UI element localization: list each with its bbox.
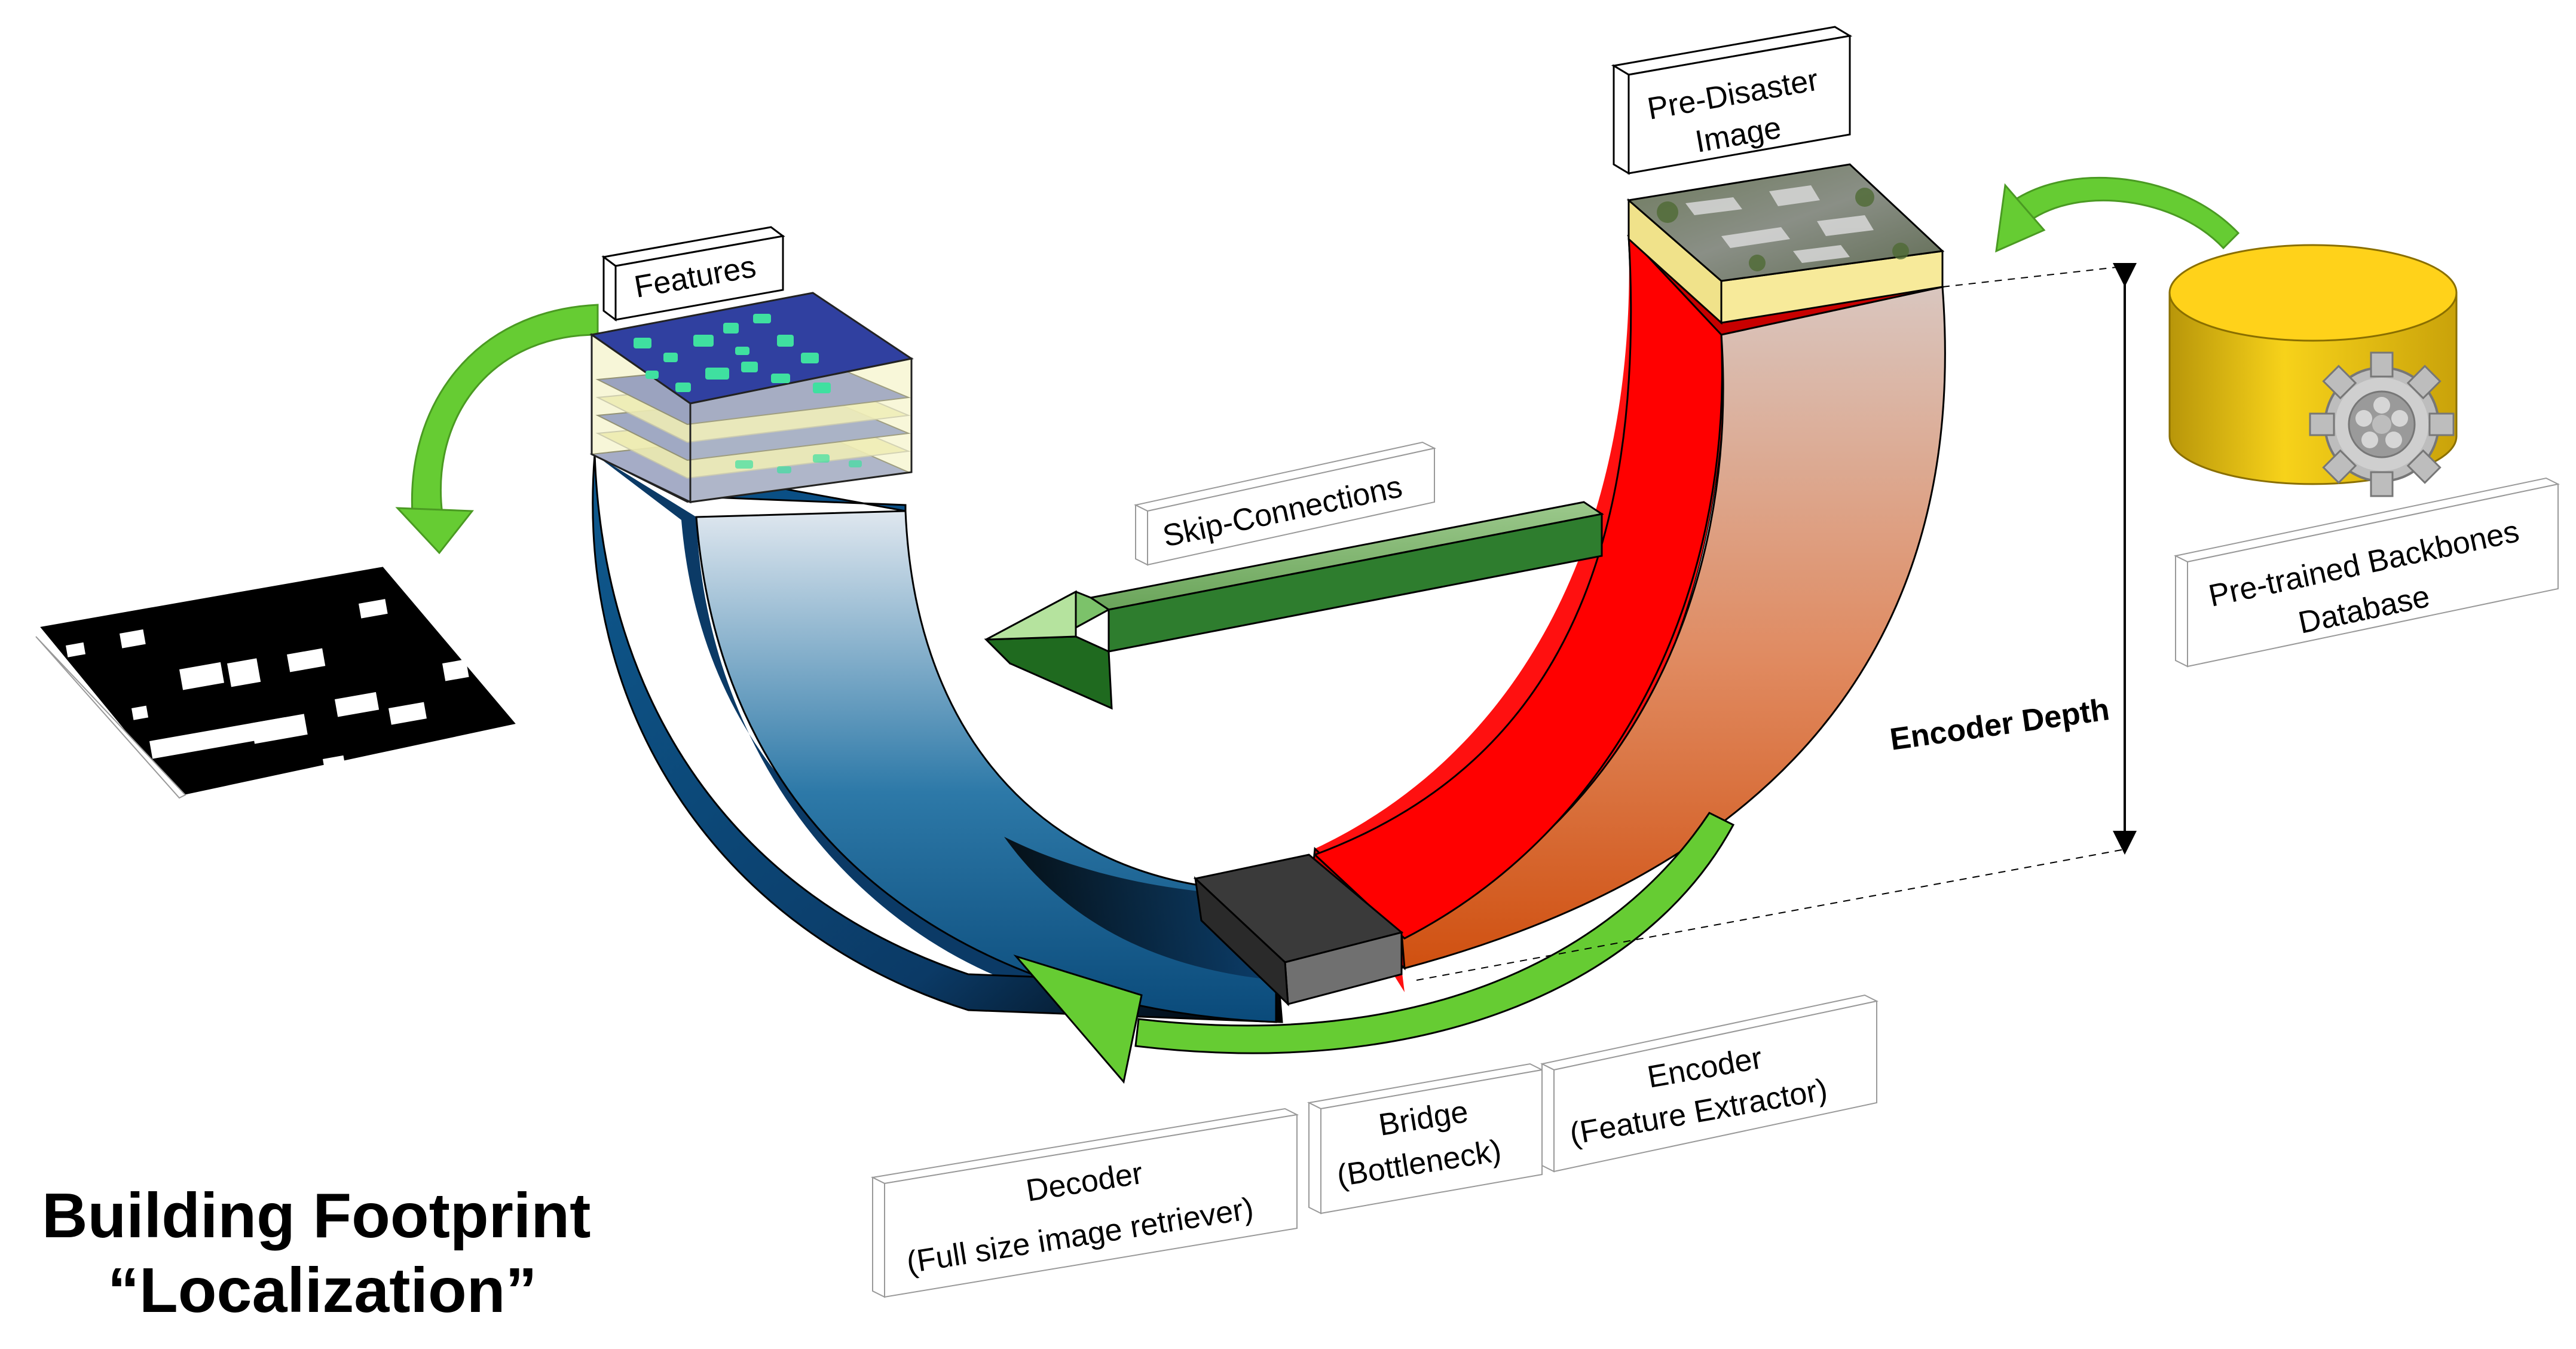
feature-blobs	[634, 314, 831, 393]
bridge-label-box: Bridge (Bottleneck)	[1307, 1063, 1544, 1215]
database-to-image-arrow	[1995, 176, 2240, 253]
features-label-box: Features	[601, 226, 785, 322]
backbones-database: Pre-trained Backbones Database	[1995, 176, 2560, 668]
diagram-title: Building Footprint “Localization”	[42, 1180, 591, 1326]
pre-disaster-label-box: Pre-Disaster Image	[1611, 26, 1853, 175]
bridge-block	[1193, 854, 1404, 1007]
backbones-label-box: Pre-trained Backbones Database	[2173, 477, 2560, 668]
skip-connections-label-box: Skip-Connections	[1134, 441, 1436, 566]
gear-icon	[2309, 351, 2455, 497]
title-line-2: “Localization”	[108, 1255, 537, 1326]
output-footprint-mask	[35, 567, 516, 799]
decoder-label-box: Decoder (Full size image retriever)	[870, 1108, 1299, 1298]
encoder-block	[1311, 202, 1946, 992]
features-stack: Features	[589, 226, 914, 504]
title-line-1: Building Footprint	[42, 1180, 591, 1251]
skip-connections-arrow: Skip-Connections	[984, 441, 1604, 710]
pre-disaster-image: Pre-Disaster Image	[1611, 26, 1945, 325]
encoder-to-decoder-arrow	[1013, 812, 1735, 1084]
features-to-mask-arrow	[395, 304, 599, 555]
encoder-label-box: Encoder (Feature Extractor)	[1540, 994, 1879, 1173]
encoder-depth-label: Encoder Depth	[1888, 692, 2112, 757]
